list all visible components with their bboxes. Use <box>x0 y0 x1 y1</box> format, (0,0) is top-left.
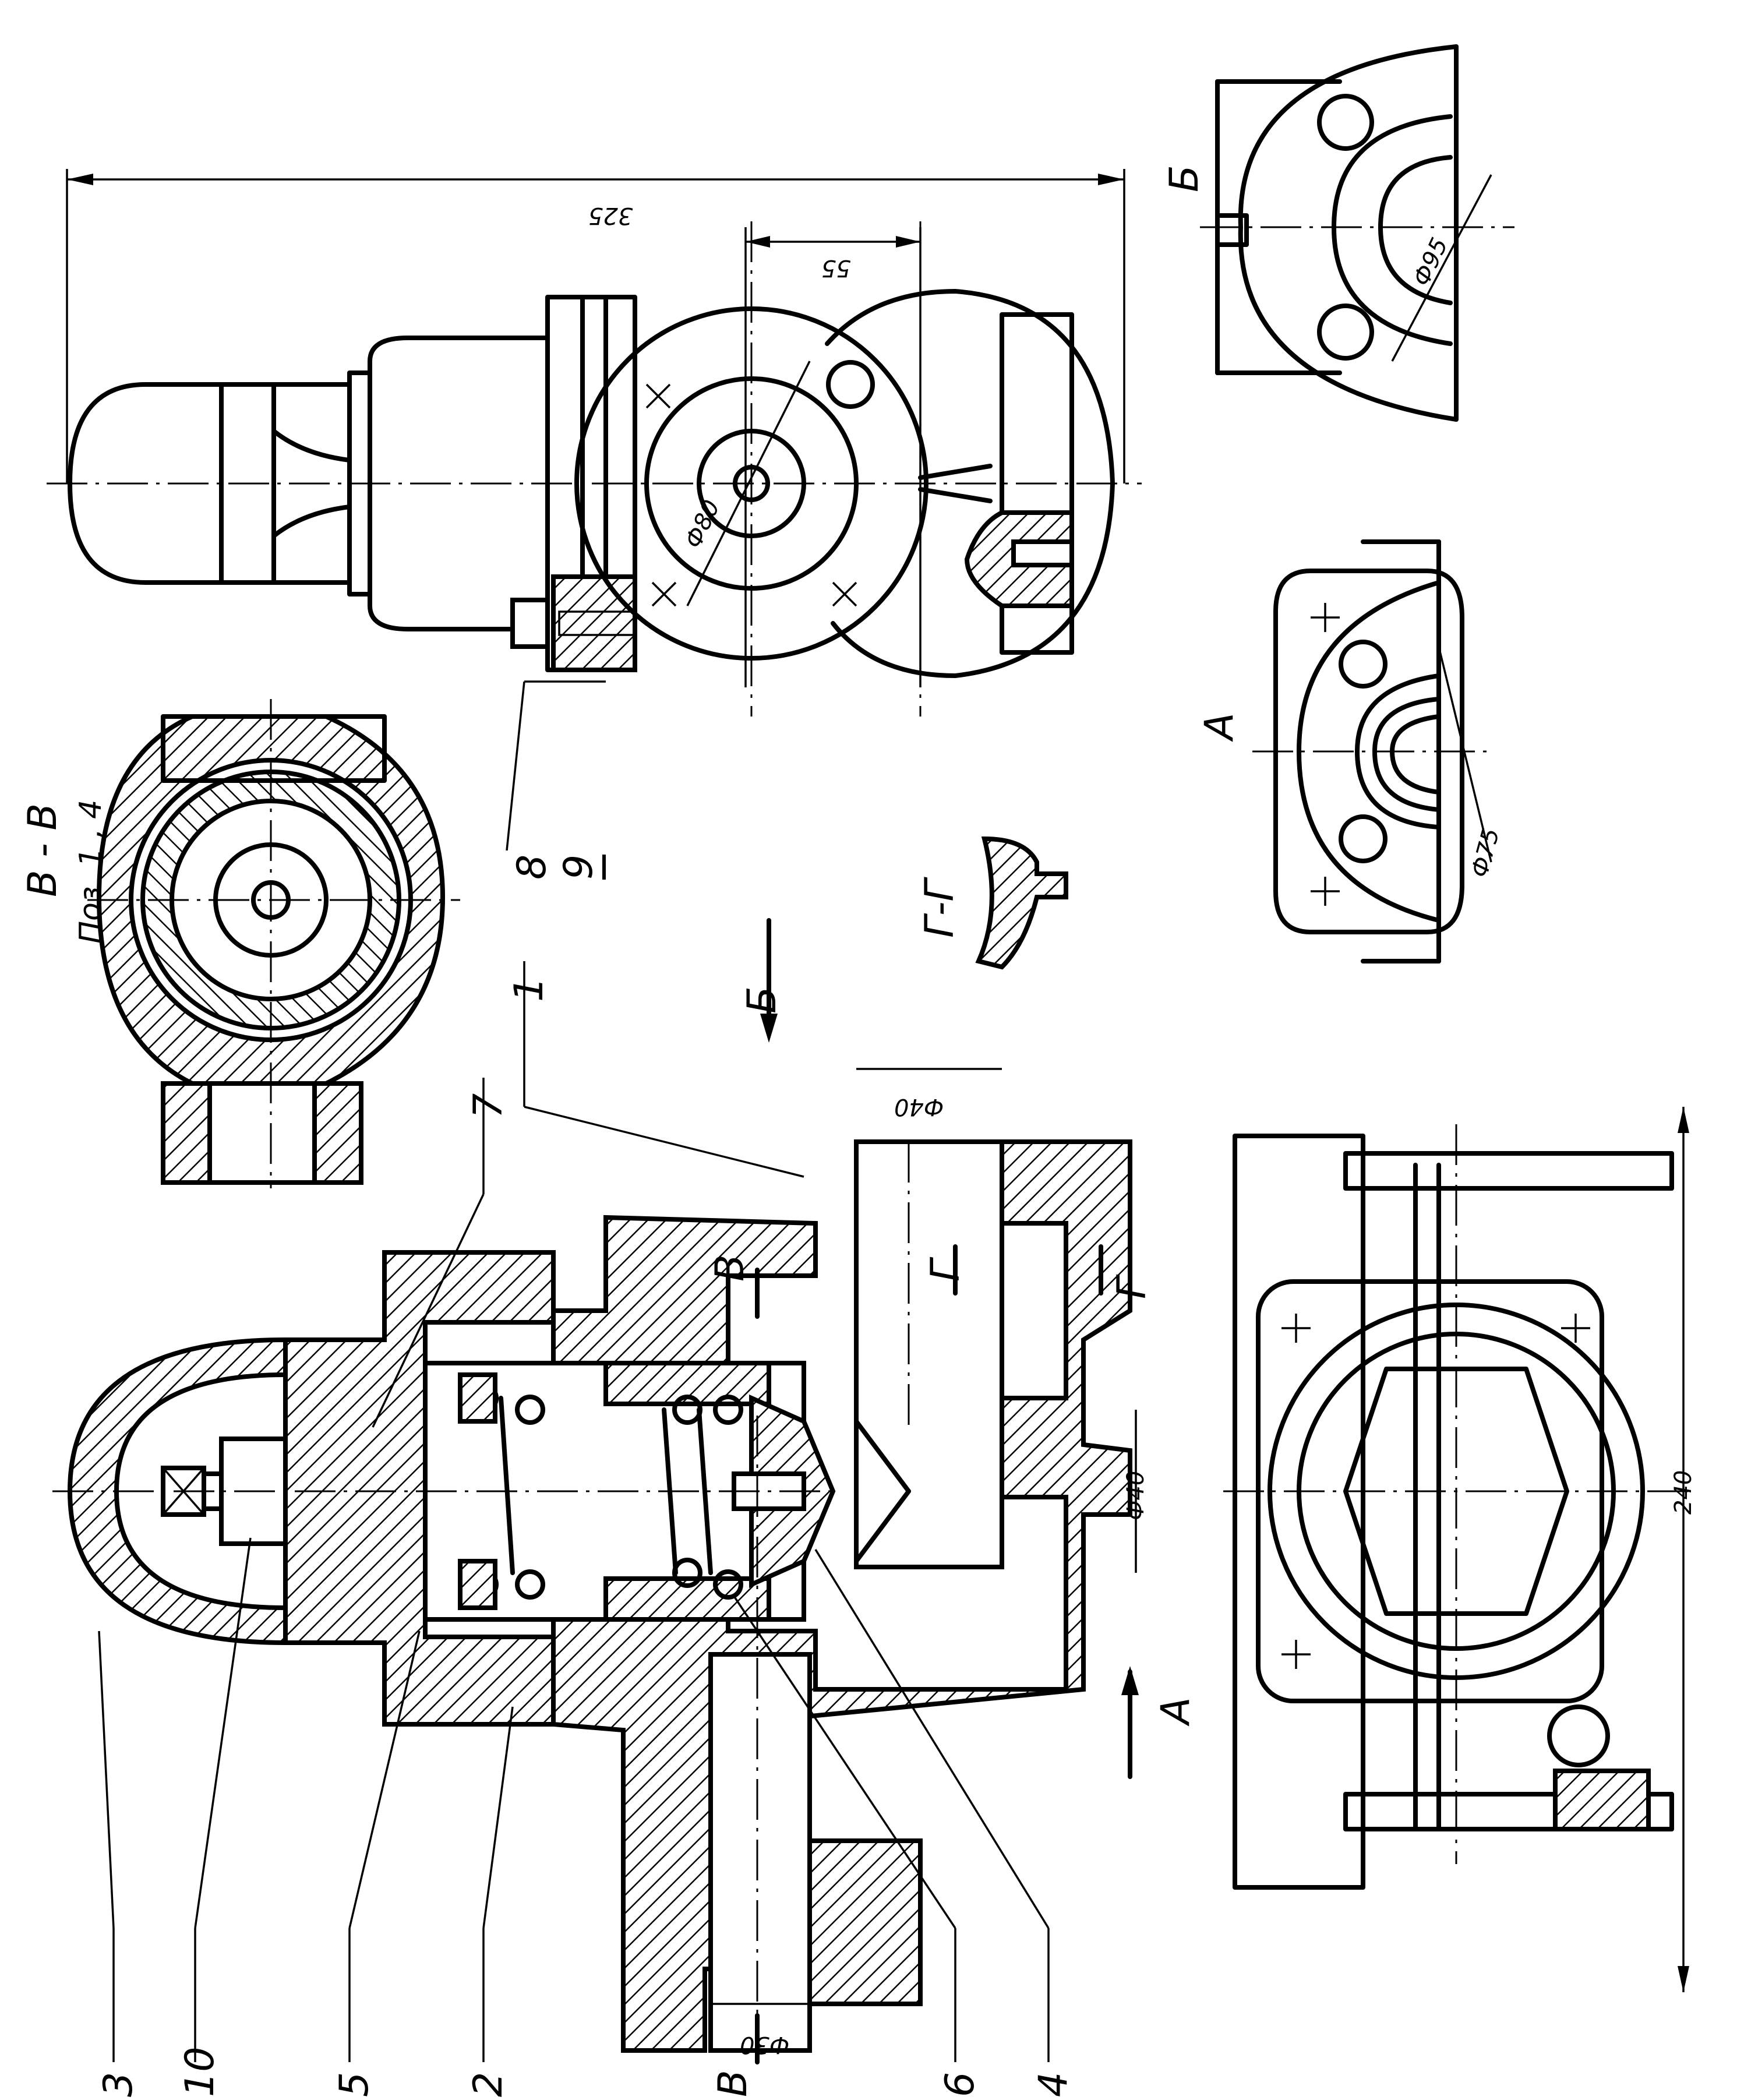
arrow-a-label: А <box>1153 1697 1199 1724</box>
cut-marks <box>755 1244 1139 2064</box>
position-2: 2 <box>465 2071 511 2097</box>
vv-subtitle: Поз. 1 , 4 <box>73 799 108 944</box>
dim-outlet: Ф40 <box>1122 1470 1149 1520</box>
vv-title: В - В <box>20 803 66 897</box>
cut-v-top-label: В <box>707 1254 753 1282</box>
section-vv <box>87 699 460 1188</box>
position-10: 10 <box>177 2046 223 2097</box>
bolt-hole-b2 <box>1317 303 1374 361</box>
position-6: 6 <box>937 2071 983 2097</box>
view-a-label: А <box>1196 712 1242 740</box>
position-5: 5 <box>331 2071 377 2097</box>
bolt-hole-top <box>826 360 875 409</box>
view-b <box>1200 44 1514 422</box>
flange-a-outer <box>1273 569 1464 934</box>
flange-b-outer <box>1238 44 1459 422</box>
inlet-channel <box>854 1139 1004 1569</box>
bolt-hole-b1 <box>1317 94 1374 151</box>
plug <box>1547 1704 1610 1767</box>
bottom-view <box>1223 1107 1689 1992</box>
dim-overall-length: 325 <box>588 202 633 229</box>
position-9: 9 <box>556 854 606 880</box>
cut-v-bottom-label: В <box>710 2070 756 2097</box>
view-b-label: Б <box>1161 165 1208 192</box>
bolt-hole-a2 <box>1339 814 1388 863</box>
top-view <box>47 169 1142 717</box>
position-leaders <box>98 680 1050 2062</box>
outlet-channel <box>708 1652 812 2053</box>
gg-title: Г-Г <box>917 879 963 938</box>
dim-width: 240 <box>1670 1470 1697 1515</box>
dim-bottom: Ф30 <box>740 2031 790 2058</box>
view-a <box>1252 539 1492 963</box>
position-8: 8 <box>509 854 555 880</box>
arrow-b-label: Б <box>739 986 785 1014</box>
gg-section <box>975 836 1068 970</box>
dim-inlet: Ф40 <box>894 1093 944 1120</box>
cut-g-right-label: Г <box>1109 1277 1155 1299</box>
cut-g-left-label: Г <box>923 1259 969 1282</box>
left-flange <box>1233 1134 1365 1890</box>
bolt-hole-a1 <box>1339 640 1388 689</box>
position-4: 4 <box>1030 2071 1076 2097</box>
main-section <box>52 1068 1137 2053</box>
position-1: 1 <box>506 976 552 1002</box>
position-7: 7 <box>465 1093 511 1118</box>
position-3: 3 <box>96 2071 142 2097</box>
dim-offset: 55 <box>821 255 851 281</box>
bolt-section <box>551 574 637 672</box>
